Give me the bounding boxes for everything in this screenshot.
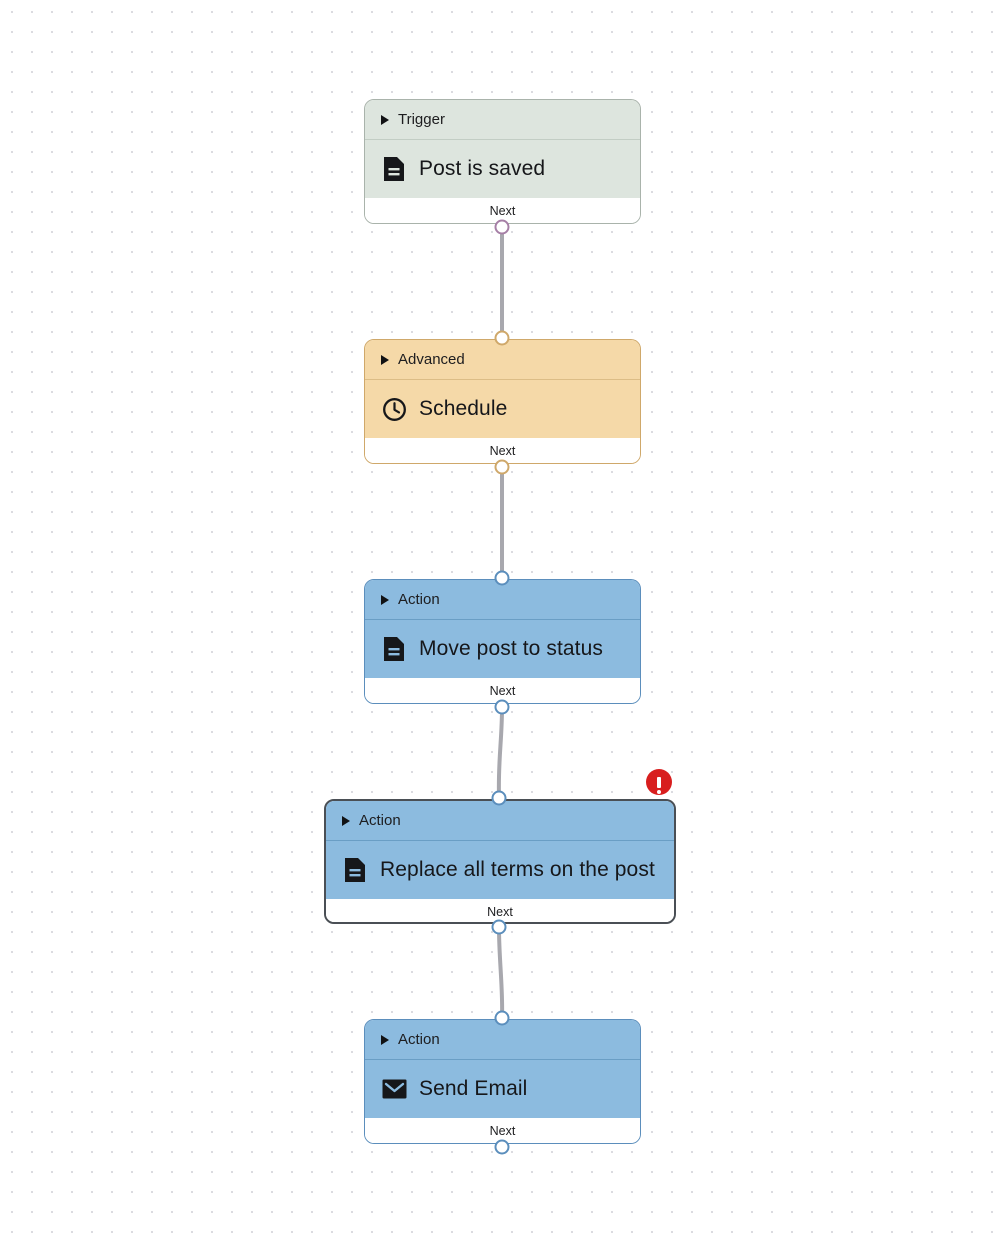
connection-port-port-email-out[interactable] — [494, 1139, 510, 1155]
node-title: Send Email — [419, 1077, 528, 1100]
disclosure-triangle-icon[interactable] — [381, 594, 389, 605]
node-kind-label: Advanced — [398, 351, 465, 368]
disclosure-triangle-icon[interactable] — [381, 1034, 389, 1045]
node-body[interactable]: Schedule — [365, 380, 640, 438]
node-header[interactable]: Advanced — [365, 340, 640, 380]
node-body[interactable]: Replace all terms on the post — [326, 841, 674, 899]
node-title: Replace all terms on the post — [380, 858, 655, 881]
node-next-label[interactable]: Next — [365, 1118, 640, 1143]
disclosure-triangle-icon[interactable] — [381, 114, 389, 125]
node-title: Post is saved — [419, 157, 546, 180]
exclamation-mark — [657, 776, 661, 794]
node-kind-label: Action — [398, 1031, 440, 1048]
node-kind-label: Trigger — [398, 111, 445, 128]
node-body[interactable]: Post is saved — [365, 140, 640, 198]
node-kind-label: Action — [398, 591, 440, 608]
connection-port-port-email-in[interactable] — [494, 1010, 510, 1026]
clock-icon — [381, 396, 407, 422]
document-icon — [381, 636, 407, 662]
envelope-icon — [381, 1076, 407, 1102]
document-icon — [342, 857, 368, 883]
node-body[interactable]: Move post to status — [365, 620, 640, 678]
node-header[interactable]: Action — [365, 1020, 640, 1060]
node-header[interactable]: Trigger — [365, 100, 640, 140]
node-next-label[interactable]: Next — [365, 198, 640, 223]
document-icon — [381, 156, 407, 182]
disclosure-triangle-icon[interactable] — [342, 815, 350, 826]
node-next-label[interactable]: Next — [326, 899, 674, 922]
node-kind-label: Action — [359, 812, 401, 829]
error-badge-icon[interactable] — [646, 769, 672, 795]
connection-port-port-trigger-out[interactable] — [494, 219, 510, 235]
disclosure-triangle-icon[interactable] — [381, 354, 389, 365]
node-next-label[interactable]: Next — [365, 438, 640, 463]
node-title: Move post to status — [419, 637, 603, 660]
connection-port-port-advanced-out[interactable] — [494, 459, 510, 475]
connection-port-port-move-in[interactable] — [494, 570, 510, 586]
connection-port-port-replace-in[interactable] — [491, 790, 507, 806]
node-header[interactable]: Action — [365, 580, 640, 620]
connection-port-port-move-out[interactable] — [494, 699, 510, 715]
connector-line[interactable] — [496, 706, 504, 799]
connection-port-port-advanced-in[interactable] — [494, 330, 510, 346]
node-body[interactable]: Send Email — [365, 1060, 640, 1118]
connector-line[interactable] — [497, 926, 505, 1019]
node-title: Schedule — [419, 397, 508, 420]
connection-port-port-replace-out[interactable] — [491, 919, 507, 935]
node-header[interactable]: Action — [326, 801, 674, 841]
node-next-label[interactable]: Next — [365, 678, 640, 703]
